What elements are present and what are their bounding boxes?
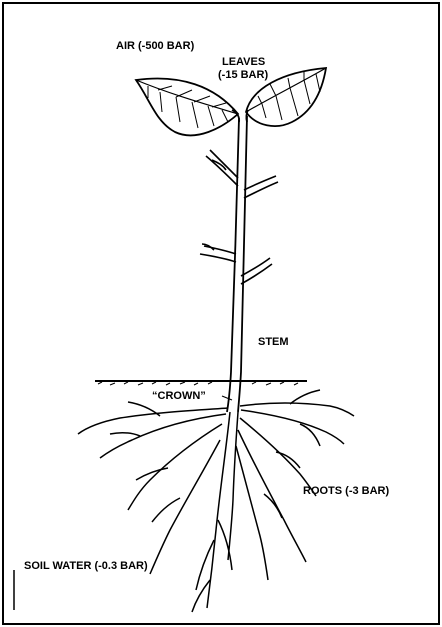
air-label: AIR (-500 BAR) (116, 40, 194, 53)
figure-border (3, 3, 439, 624)
crown-label: “CROWN” (152, 390, 206, 403)
leaves-label-line2: (-15 BAR) (218, 69, 268, 82)
ground-line (95, 381, 307, 385)
soil-water-label: SOIL WATER (-0.3 BAR) (24, 560, 148, 573)
stem-label: STEM (258, 336, 289, 349)
stem-branches (200, 150, 278, 284)
roots-label: ROOTS (-3 BAR) (303, 485, 389, 498)
left-leaf (136, 78, 238, 135)
leaves-label-line1: LEAVES (222, 56, 265, 69)
root-system (78, 390, 354, 612)
crown-pointer (222, 396, 232, 400)
